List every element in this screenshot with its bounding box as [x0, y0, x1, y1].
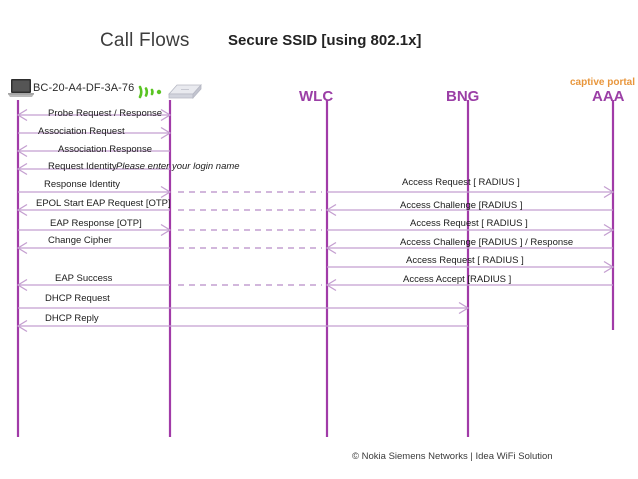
actor-label-client: BC-20-A4-DF-3A-76 [33, 82, 135, 94]
actor-label-wlc: WLC [299, 88, 334, 105]
arrow-head [160, 223, 172, 237]
radius-message-label-5: Access Accept [RADIUS ] [403, 274, 512, 285]
message-label-5: EPOL Start EAP Request [OTP] [36, 198, 171, 209]
arrow-head [16, 241, 28, 255]
message-label-7: Change Cipher [48, 235, 112, 246]
captive-portal-label: captive portal [570, 77, 636, 88]
message-label-8: EAP Success [55, 273, 113, 284]
message-label-1: Association Request [38, 126, 125, 137]
slide-title-row: Call Flows Secure SSID [using 802.1x] [0, 30, 638, 56]
arrow-head [16, 203, 28, 217]
radius-message-label-1: Access Challenge [RADIUS ] [400, 200, 523, 211]
arrow-head [603, 260, 615, 274]
arrow-head [160, 126, 172, 140]
arrow-head [603, 223, 615, 237]
arrow-head [16, 162, 28, 176]
radius-message-label-3: Access Challenge [RADIUS ] / Response [400, 237, 574, 248]
message-label-6: EAP Response [OTP] [50, 218, 142, 229]
arrow-head [325, 241, 337, 255]
message-label-9: DHCP Request [45, 293, 110, 304]
access-point-icon [163, 81, 203, 103]
laptop-icon [8, 78, 34, 98]
radius-message-label-2: Access Request [ RADIUS ] [410, 218, 528, 229]
arrow-head [160, 185, 172, 199]
arrow-head [160, 108, 172, 122]
message-note-3: Please enter your login name [116, 161, 240, 172]
wifi-signal-icon [136, 82, 164, 102]
arrow-head [458, 301, 470, 315]
arrow-head [325, 203, 337, 217]
radius-message-label-0: Access Request [ RADIUS ] [402, 177, 520, 188]
arrow-head [16, 108, 28, 122]
actor-label-aaa: AAA [592, 88, 625, 105]
message-label-10: DHCP Reply [45, 313, 99, 324]
arrow-head [16, 144, 28, 158]
message-label-0: Probe Request / Response [48, 108, 163, 119]
arrow-head [603, 185, 615, 199]
message-label-3: Request Identity [48, 161, 117, 172]
page-title: Call Flows [100, 30, 190, 51]
arrow-head [16, 278, 28, 292]
actor-label-bng: BNG [446, 88, 480, 105]
footer-text: © Nokia Siemens Networks | Idea WiFi Sol… [352, 451, 553, 462]
message-label-4: Response Identity [44, 179, 121, 190]
arrow-head [325, 278, 337, 292]
message-label-2: Association Response [58, 144, 152, 155]
page-subtitle: Secure SSID [using 802.1x] [228, 32, 422, 49]
arrow-head [16, 319, 28, 333]
radius-message-label-4: Access Request [ RADIUS ] [406, 255, 524, 266]
